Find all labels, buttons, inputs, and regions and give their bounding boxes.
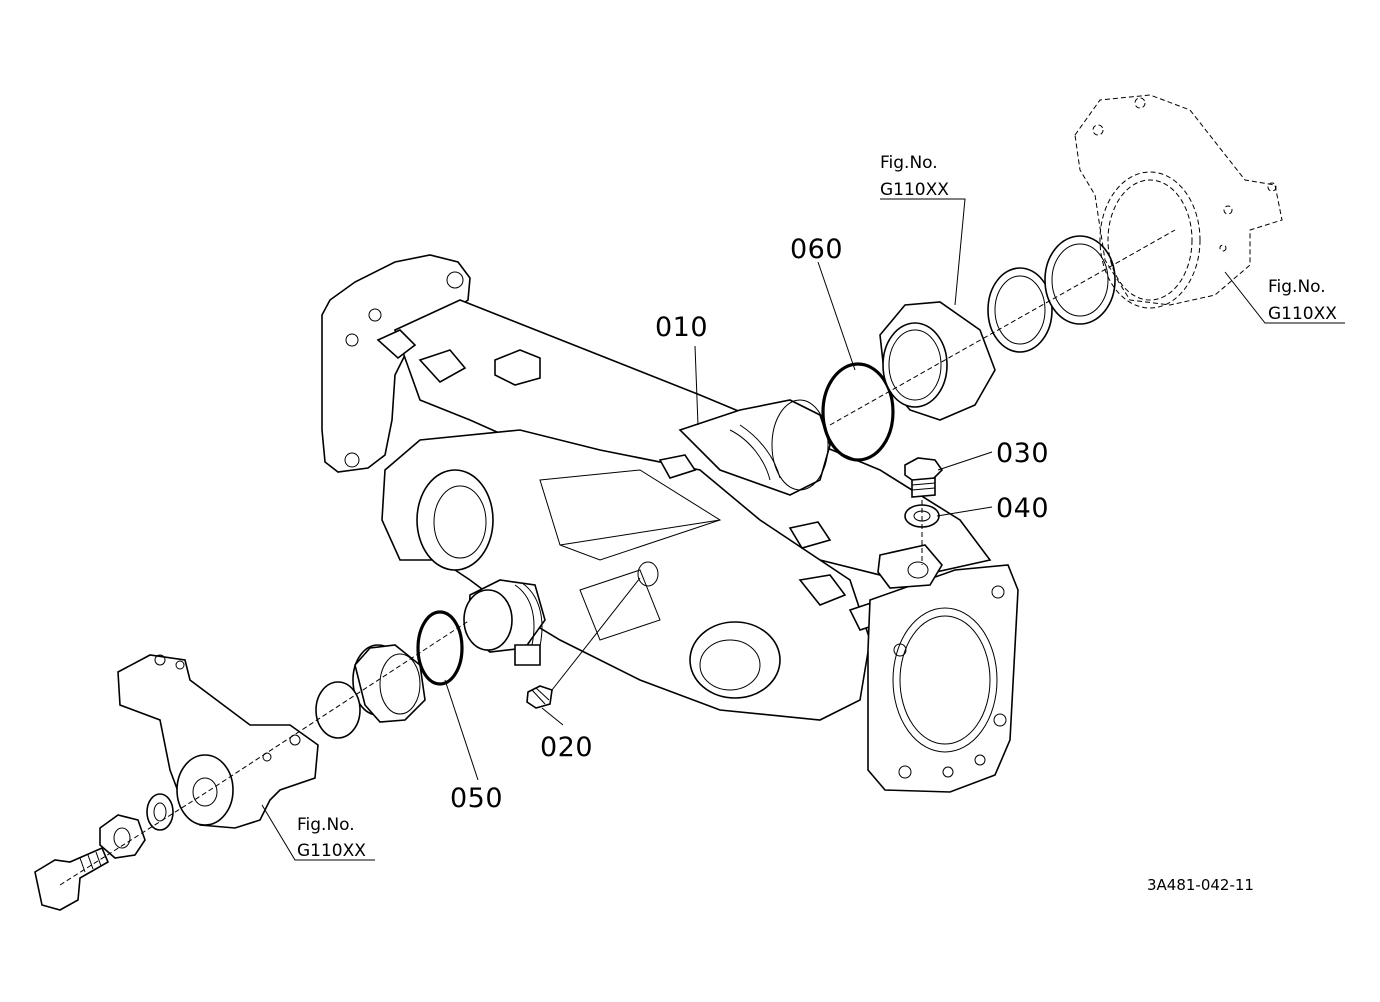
figref-right-label: Fig.No. xyxy=(1268,277,1326,297)
axle-housing-part xyxy=(321,254,1019,793)
leader-020 xyxy=(541,707,564,726)
plug-part xyxy=(904,457,944,498)
drawing-number: 3A481-042-11 xyxy=(1147,876,1254,894)
left-thrust-washer-part xyxy=(315,681,361,739)
callout-040: 040 xyxy=(996,493,1049,524)
left-pivot-bracket-part xyxy=(117,654,319,829)
grease-nipple-leader xyxy=(551,577,641,691)
figref-top-label: Fig.No. xyxy=(880,153,938,173)
right-bushing-part xyxy=(879,301,996,421)
right-pivot-bracket-part xyxy=(1074,94,1283,309)
figref-bottom-code: G110XX xyxy=(297,841,366,861)
left-center-axis xyxy=(59,619,471,886)
leader-060 xyxy=(817,261,856,371)
leader-figref-right xyxy=(1224,271,1345,324)
callout-020: 020 xyxy=(540,732,593,763)
left-bushing-part xyxy=(352,644,426,723)
figref-bottom-label: Fig.No. xyxy=(297,815,355,835)
nut-part xyxy=(99,814,146,859)
leader-030 xyxy=(937,451,993,471)
grease-nipple-part xyxy=(526,685,553,709)
right-thrust-washers-part xyxy=(987,235,1116,353)
lock-washer-part xyxy=(146,793,174,831)
callout-010: 010 xyxy=(655,312,708,343)
figref-top-code: G110XX xyxy=(880,180,949,200)
leader-040 xyxy=(936,506,993,517)
bolt-part xyxy=(34,846,110,911)
callout-060: 060 xyxy=(790,234,843,265)
leader-figref-bottom xyxy=(261,804,375,861)
callout-030: 030 xyxy=(996,438,1049,469)
o-ring-060 xyxy=(821,362,895,462)
leader-figref-top xyxy=(880,198,966,306)
leader-050 xyxy=(444,679,479,781)
right-center-axis xyxy=(829,229,1176,426)
figref-right-code: G110XX xyxy=(1268,304,1337,324)
leader-010 xyxy=(694,345,699,426)
o-ring-050 xyxy=(416,610,464,686)
callout-050: 050 xyxy=(450,783,503,814)
